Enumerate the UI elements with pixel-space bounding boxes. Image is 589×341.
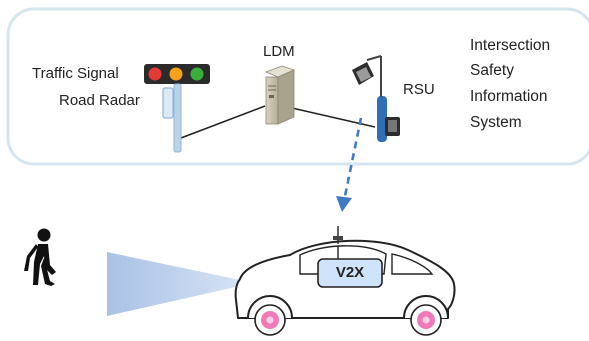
system-name-line-2: Safety — [470, 62, 514, 79]
rsu-label: RSU — [403, 81, 435, 98]
road-radar-label: Road Radar — [59, 92, 140, 109]
car-icon — [234, 226, 456, 336]
server-icon — [264, 65, 296, 125]
infrastructure-panel — [6, 7, 589, 166]
traffic-signal-label: Traffic Signal — [32, 65, 119, 82]
rsu-antenna-icon — [352, 55, 400, 142]
ldm-to-rsu-link — [291, 107, 376, 128]
traffic-light-icon — [144, 64, 210, 84]
v2x-label: V2X — [335, 264, 365, 281]
sensor-beam — [107, 252, 240, 316]
system-name-line-4: System — [470, 114, 522, 131]
system-name-line-3: Information — [470, 88, 548, 105]
road-radar-icon — [162, 83, 182, 153]
v2x-downlink-arrow — [336, 117, 363, 212]
ldm-label: LDM — [263, 43, 295, 60]
radar-to-ldm-link — [180, 105, 266, 139]
pedestrian-icon — [24, 228, 56, 286]
v2x-box — [317, 258, 383, 288]
system-name-line-1: Intersection — [470, 37, 551, 54]
